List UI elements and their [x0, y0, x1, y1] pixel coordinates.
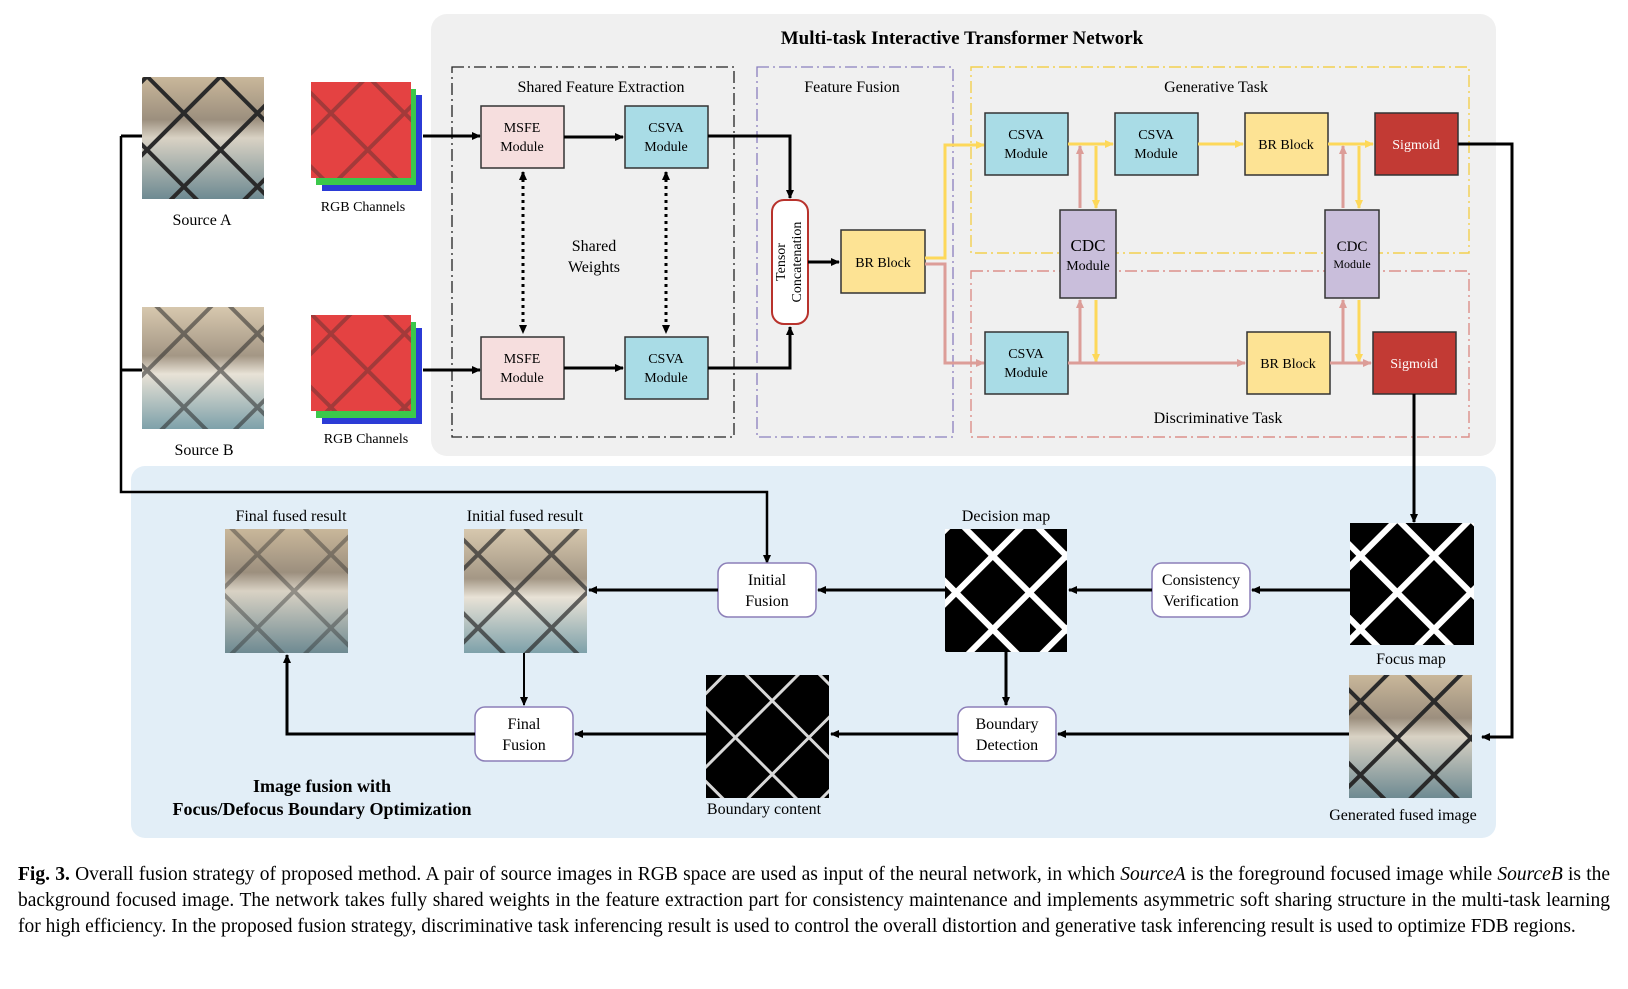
initial-fused-result-label: Initial fused result	[467, 508, 584, 525]
shared-weights-label-1: Shared	[572, 238, 616, 255]
gen-sigmoid: Sigmoid	[1374, 112, 1459, 176]
initial-fusion-node: Initial Fusion	[717, 562, 817, 618]
svg-text:Module: Module	[1134, 147, 1178, 162]
focus-map-label: Focus map	[1376, 651, 1446, 668]
gen-csva-module-1: CSVA Module	[984, 112, 1069, 176]
tensor-concatenation: Tensor Concatenation	[771, 199, 809, 325]
fusion-section-box	[756, 66, 954, 438]
cdc-module-left: CDC Module	[1059, 209, 1117, 299]
svg-text:Module: Module	[500, 371, 544, 386]
svg-text:CSVA: CSVA	[648, 352, 684, 367]
svg-text:Concatenation: Concatenation	[790, 222, 805, 303]
svg-text:Fusion: Fusion	[745, 593, 789, 610]
shared-section-box	[451, 66, 735, 438]
svg-text:Boundary: Boundary	[975, 716, 1038, 733]
figure-caption: Fig. 3. Overall fusion strategy of propo…	[18, 862, 1610, 940]
decision-map-image	[945, 529, 1067, 652]
svg-text:Detection: Detection	[976, 737, 1038, 754]
discriminative-section-label: Discriminative Task	[1154, 410, 1283, 427]
dis-sigmoid: Sigmoid	[1372, 331, 1457, 395]
generative-section-box	[970, 66, 1470, 254]
msfe-module-top: MSFE Module	[480, 105, 565, 169]
caption-source-a: SourceA	[1120, 864, 1186, 885]
dis-br-block: BR Block	[1246, 331, 1331, 395]
svg-text:Consistency: Consistency	[1162, 572, 1240, 589]
csva-module-top: CSVA Module	[624, 105, 709, 169]
svg-text:Module: Module	[1004, 366, 1048, 381]
focus-map-image	[1350, 523, 1474, 645]
svg-text:Tensor: Tensor	[774, 243, 789, 281]
csva-module-bottom: CSVA Module	[624, 336, 709, 400]
svg-text:MSFE: MSFE	[504, 121, 541, 136]
discriminative-section-box	[970, 270, 1470, 438]
caption-label: Fig. 3.	[18, 864, 70, 885]
bottom-panel-title-2: Focus/Defocus Boundary Optimization	[172, 799, 471, 819]
caption-text-2: is the foreground focused image while	[1190, 864, 1493, 885]
network-title: Multi-task Interactive Transformer Netwo…	[781, 28, 1144, 49]
svg-text:Fusion: Fusion	[502, 737, 546, 754]
svg-text:Final: Final	[508, 716, 541, 733]
final-fusion-node: Final Fusion	[474, 706, 574, 762]
generated-fused-image	[1349, 675, 1472, 798]
bottom-panel-title-1: Image fusion with	[253, 776, 391, 796]
generated-fused-image-label: Generated fused image	[1329, 807, 1476, 824]
svg-text:CSVA: CSVA	[1138, 128, 1174, 143]
source-a-image	[142, 77, 264, 199]
dis-csva-module: CSVA Module	[984, 331, 1069, 395]
br-block-fusion: BR Block	[840, 229, 926, 294]
fusion-diagram: Multi-task Interactive Transformer Netwo…	[119, 14, 1514, 838]
initial-fused-result-image	[464, 529, 587, 653]
svg-text:Sigmoid: Sigmoid	[1390, 357, 1437, 372]
caption-text-3: is the background focused image. The net…	[18, 864, 1611, 937]
boundary-content-image	[706, 675, 829, 798]
shared-section-label: Shared Feature Extraction	[517, 79, 684, 96]
msfe-module-bottom: MSFE Module	[480, 336, 565, 400]
final-fused-result-label: Final fused result	[235, 508, 347, 525]
svg-text:Module: Module	[500, 140, 544, 155]
svg-text:CSVA: CSVA	[1008, 347, 1044, 362]
svg-text:CSVA: CSVA	[648, 121, 684, 136]
rgb-stack-b	[311, 315, 422, 424]
svg-text:Module: Module	[1066, 259, 1110, 274]
rgb-label-b: RGB Channels	[324, 432, 408, 447]
caption-text-1: Overall fusion strategy of proposed meth…	[75, 864, 1116, 885]
svg-text:Module: Module	[1004, 147, 1048, 162]
source-b-image	[142, 307, 264, 429]
svg-text:Module: Module	[644, 371, 688, 386]
svg-text:Verification: Verification	[1163, 593, 1239, 610]
svg-text:BR Block: BR Block	[1258, 138, 1314, 153]
svg-text:CSVA: CSVA	[1008, 128, 1044, 143]
svg-text:Sigmoid: Sigmoid	[1392, 138, 1439, 153]
caption-source-b: SourceB	[1497, 864, 1563, 885]
boundary-content-label: Boundary content	[707, 801, 822, 818]
final-fused-result-image	[225, 529, 348, 653]
cdc-module-right: CDC Module	[1324, 209, 1380, 299]
svg-text:BR Block: BR Block	[1260, 357, 1316, 372]
svg-text:MSFE: MSFE	[504, 352, 541, 367]
gen-br-block: BR Block	[1244, 112, 1329, 176]
fusion-section-label: Feature Fusion	[804, 79, 900, 96]
decision-map-label: Decision map	[962, 508, 1050, 525]
rgb-label-a: RGB Channels	[321, 200, 405, 215]
shared-weights-label-2: Weights	[568, 259, 620, 276]
boundary-detection-node: Boundary Detection	[957, 706, 1057, 762]
gen-csva-module-2: CSVA Module	[1114, 112, 1199, 176]
svg-text:CDC: CDC	[1071, 236, 1106, 255]
rgb-stack-a	[311, 82, 422, 191]
svg-text:CDC: CDC	[1337, 239, 1368, 255]
svg-text:Module: Module	[644, 140, 688, 155]
svg-text:Initial: Initial	[748, 572, 787, 589]
consistency-verification-node: Consistency Verification	[1151, 562, 1251, 618]
svg-text:Module: Module	[1333, 257, 1370, 271]
generative-section-label: Generative Task	[1164, 79, 1268, 96]
source-a-label: Source A	[172, 212, 232, 229]
source-b-label: Source B	[174, 442, 233, 459]
svg-text:BR Block: BR Block	[855, 256, 911, 271]
